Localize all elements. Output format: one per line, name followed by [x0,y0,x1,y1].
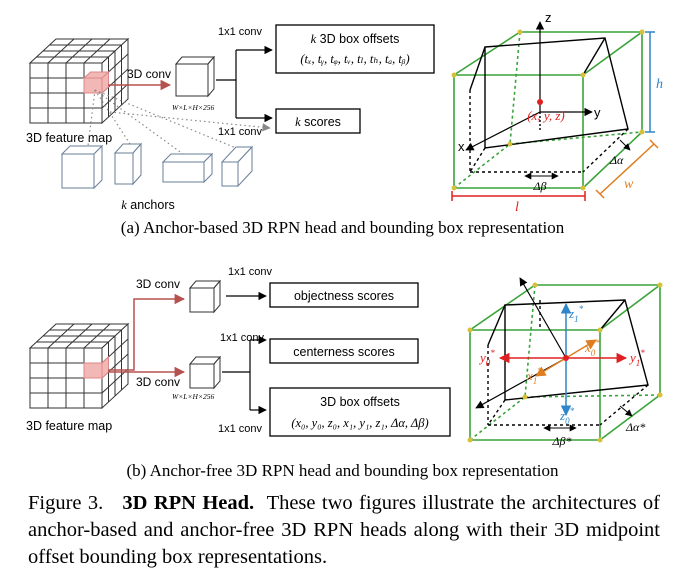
axis-x-a: x [458,139,465,154]
branch-lines-a [216,45,273,123]
feature-map-label-b: 3D feature map [26,419,112,433]
small-feature-cube-b-bottom [188,355,222,390]
conv1x1-label-b-a: 1x1 conv [228,266,273,278]
small-feature-cube-b-top [188,279,222,314]
objectness-label: objectness scores [294,289,394,303]
conv1x1-label-a-top: 1x1 conv [218,26,263,38]
delta-alpha-a: Δα [609,153,624,167]
caption-panel-b: (b) Anchor-free 3D RPN head and bounding… [126,461,559,480]
objectness-box [269,282,419,308]
conv3d-label-a: 3D conv [127,67,171,81]
panel-b-bounding-box: z1* z0* y0* y1* x0* x1* Δβ* Δα* [467,277,663,448]
feature-map-label-a: 3D feature map [26,131,112,145]
offsets-box-a [275,24,435,74]
anchor-box-1 [60,144,104,190]
anchor-box-3 [161,152,214,184]
offsets-title-b: 3D box offsets [320,395,400,409]
offsets-params-a: (tₓ, tᵧ, tᵩ, tᵥ, tₗ, tₕ, tₐ, tᵦ) [300,52,409,66]
center-dot-a [537,99,543,105]
anchors-label: k anchors [121,198,175,212]
caption-panel-a: (a) Anchor-based 3D RPN head and boundin… [120,218,565,237]
center-label-a: (x, y, z) [527,108,565,123]
w-label: w [624,177,634,192]
anchor-box-4 [220,145,254,188]
panel-b-architecture: 3D feature map 3D conv 3D conv W×L×H×256 [26,266,451,437]
offsets-title-a: k 3D box offsets [311,32,400,46]
centerness-box [269,338,419,364]
figure-caption-text: These two figures illustrate the archite… [28,492,660,568]
delta-beta-b: Δβ* [551,434,571,448]
panel-a-architecture: 3D feature map 3D conv W×L×H×256 1x1 con… [26,24,435,212]
conv3d-label-b-bottom: 3D conv [136,375,180,389]
z0-label: z0* [559,406,575,426]
centerness-label: centerness scores [293,345,394,359]
delta-alpha-b: Δα* [625,420,645,434]
panel-a-bounding-box: z y x (x, y, z) h w l Δβ Δα [451,10,663,215]
anchor-boxes [60,142,254,190]
z1-label: z1* [568,304,584,324]
w-dimension [599,143,655,195]
scores-box-a [275,108,361,134]
anchor-connectors [87,89,271,155]
conv1x1-label-b-c: 1x1 conv [218,423,263,435]
offsets-params-b: (x₀, y₀, z₀, x₁, y₁, z₁, Δα, Δβ) [291,416,428,430]
conv1x1-label-b-b: 1x1 conv [220,332,265,344]
h-label: h [656,77,663,92]
x1-label: x1* [526,366,542,386]
axis-y-a: y [594,105,601,120]
figure-caption: Figure 3. 3D RPN Head. These two figures… [28,490,660,571]
figure-caption-label: Figure 3. [28,492,104,514]
feature-dims-a: W×L×H×256 [172,103,215,112]
y0-label: y0* [478,348,495,368]
conv3d-label-b-top: 3D conv [136,277,180,291]
axis-z-a: z [545,10,552,25]
corner-dots-a [451,29,645,191]
conv1x1-label-a-bottom: 1x1 conv [218,126,263,138]
feature-map-cube-a [28,37,130,125]
offsets-box-b [269,387,451,437]
y1-label: y1* [628,348,645,368]
anchor-box-2 [113,142,143,186]
l-label: l [515,200,519,215]
feature-dims-b: W×L×H×256 [172,392,215,401]
small-feature-cube-a [174,55,216,98]
feature-map-cube-b [28,322,130,410]
figure-caption-title: 3D RPN Head. [122,492,255,514]
scores-label-a: k scores [295,115,341,129]
x0-label: x0* [584,338,600,358]
delta-beta-a: Δβ [532,179,546,193]
